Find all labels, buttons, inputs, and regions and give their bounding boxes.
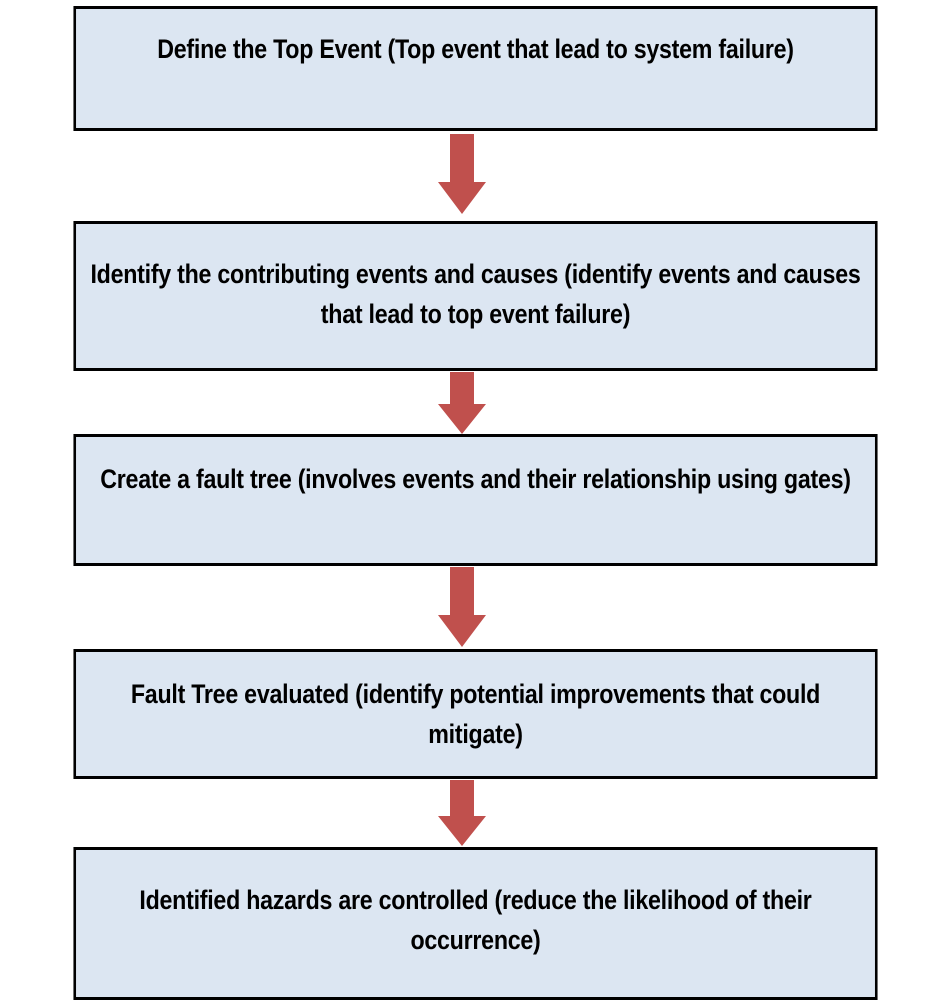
step-box-hazards-controlled: Identified hazards are controlled (reduc…	[73, 847, 878, 1000]
step-label: Fault Tree evaluated (identify potential…	[130, 679, 821, 749]
step-label: Identify the contributing events and cau…	[90, 259, 861, 329]
step-box-fault-tree-evaluated: Fault Tree evaluated (identify potential…	[73, 649, 878, 779]
step-box-identify-contributing-events: Identify the contributing events and cau…	[73, 221, 878, 371]
step-label: Identified hazards are controlled (reduc…	[139, 885, 812, 955]
step-label: Define the Top Event (Top event that lea…	[157, 34, 794, 64]
step-box-define-top-event: Define the Top Event (Top event that lea…	[73, 6, 878, 131]
down-arrow-icon	[438, 780, 486, 846]
step-box-create-fault-tree: Create a fault tree (involves events and…	[73, 434, 878, 566]
down-arrow-icon	[438, 134, 486, 214]
step-label: Create a fault tree (involves events and…	[100, 464, 851, 494]
down-arrow-icon	[438, 372, 486, 434]
down-arrow-icon	[438, 567, 486, 647]
